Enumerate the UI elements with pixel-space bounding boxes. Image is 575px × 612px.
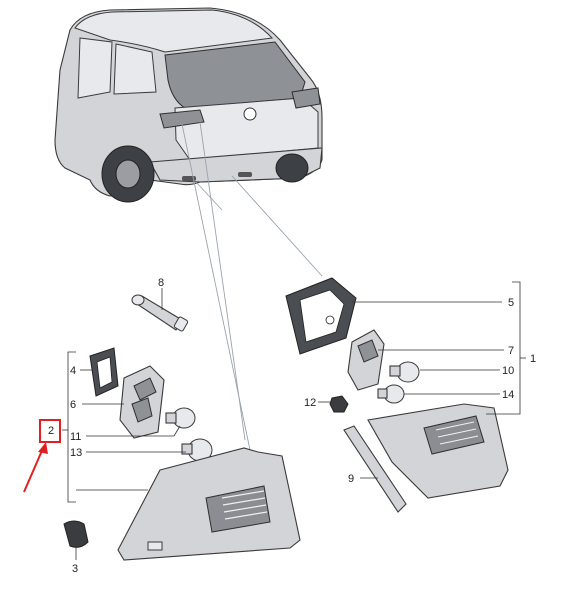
callout-2: 2: [48, 425, 54, 437]
callout-13: 13: [70, 447, 82, 459]
bulb-10-icon[interactable]: [389, 361, 420, 383]
callout-10: 10: [502, 365, 514, 377]
bulb-14-icon[interactable]: [377, 384, 405, 404]
bulb-11-icon[interactable]: [165, 407, 196, 429]
nut-12-icon[interactable]: [329, 395, 349, 413]
callout-14: 14: [502, 389, 514, 401]
gasket-4-icon[interactable]: [89, 347, 119, 397]
callout-8: 8: [158, 277, 164, 289]
tail-light-housing-left[interactable]: [117, 447, 301, 561]
callout-7: 7: [508, 345, 514, 357]
callout-11: 11: [70, 431, 81, 443]
callout-9: 9: [348, 473, 354, 485]
callout-5: 5: [508, 297, 514, 309]
tail-light-housing-right[interactable]: [367, 403, 509, 499]
callout-12: 12: [304, 397, 316, 409]
callout-6: 6: [70, 399, 76, 411]
trim-strip-9-icon[interactable]: [343, 425, 407, 513]
highlight-marker: [23, 419, 61, 493]
callout-labels: 1 2 3 4 5 6 7 8 9 10 11 12 13 14: [48, 277, 536, 575]
callout-3: 3: [72, 563, 78, 575]
bulb-holder-6-icon[interactable]: [119, 365, 165, 439]
bulb-holder-7-icon[interactable]: [347, 329, 385, 391]
gasket-5-icon[interactable]: [285, 277, 357, 355]
callout-4: 4: [70, 365, 76, 377]
bulb-8-icon[interactable]: [131, 294, 189, 332]
highlight-arrow-head: [38, 442, 48, 454]
cap-3-icon[interactable]: [63, 520, 89, 548]
callout-1: 1: [530, 353, 536, 365]
projection-guides: [181, 121, 323, 451]
vehicle-illustration: [54, 7, 323, 203]
highlight-box: [39, 419, 61, 443]
right-taillight-group: [285, 277, 526, 513]
highlight-arrow: [23, 445, 45, 493]
left-taillight-group: [62, 288, 301, 561]
